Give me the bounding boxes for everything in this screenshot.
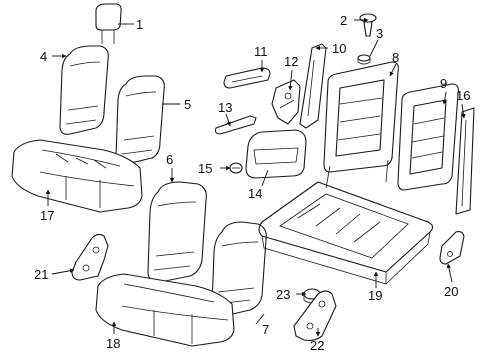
side-rail-part: [455, 107, 475, 215]
callout-16: 16: [456, 88, 470, 103]
callout-15: 15: [198, 161, 212, 176]
leader-3: [369, 39, 379, 57]
release-lever-part: [214, 115, 257, 135]
headrest-part: [95, 3, 122, 44]
callout-labels: 1 2 3 4 5 6 7 8 9 10 11 12 13 14 15 16 1…: [34, 13, 470, 353]
guide-bushing-part: [357, 54, 371, 65]
callout-22: 22: [310, 338, 324, 353]
leader-12: [288, 69, 293, 91]
callout-20: 20: [444, 284, 458, 299]
callout-8: 8: [392, 50, 399, 65]
callout-7: 7: [262, 322, 269, 337]
callout-21: 21: [34, 267, 48, 282]
callout-18: 18: [106, 336, 120, 351]
frame-bracket-part: [299, 43, 327, 129]
trim-cover-part: [245, 129, 307, 179]
callout-1: 1: [136, 17, 143, 32]
callout-12: 12: [284, 54, 298, 69]
leader-20: [446, 263, 453, 283]
callout-9: 9: [440, 76, 447, 91]
leader-lines: [45, 17, 466, 337]
callout-2: 2: [340, 13, 347, 28]
leader-7: [255, 313, 265, 325]
callout-3: 3: [376, 26, 383, 41]
seat-back-frame-left-part: [323, 61, 399, 189]
callout-13: 13: [218, 100, 232, 115]
callout-14: 14: [248, 186, 262, 201]
cushion-frame-part: [258, 181, 434, 285]
leader-16: [461, 103, 466, 119]
seat-back-upper-right-part: [115, 75, 165, 165]
side-shield-part: [271, 79, 301, 125]
callout-11: 11: [254, 44, 268, 59]
callout-5: 5: [184, 97, 191, 112]
callout-10: 10: [332, 41, 346, 56]
bracket-part: [71, 233, 109, 281]
callout-17: 17: [40, 208, 54, 223]
seat-back-frame-right-part: [397, 83, 459, 191]
bracket-plate-part: [439, 230, 465, 265]
callout-19: 19: [368, 288, 382, 303]
headrest-guide-part: [359, 13, 377, 37]
seat-back-upper-left-part: [59, 45, 109, 135]
leader-21: [51, 268, 75, 275]
release-handle-part: [223, 67, 271, 89]
leader-9: [442, 91, 447, 105]
seat-cushion-upper-part: [11, 139, 143, 213]
seat-back-lower-left-part: [147, 181, 207, 283]
callout-4: 4: [40, 49, 47, 64]
seat-cushion-lower-part: [95, 273, 235, 347]
recliner-bracket-part: [293, 290, 337, 342]
callout-23: 23: [276, 287, 290, 302]
callout-6: 6: [166, 152, 173, 167]
leader-13: [225, 113, 231, 127]
leader-8: [389, 63, 397, 77]
leader-14: [261, 169, 269, 187]
knob-part: [229, 162, 243, 174]
